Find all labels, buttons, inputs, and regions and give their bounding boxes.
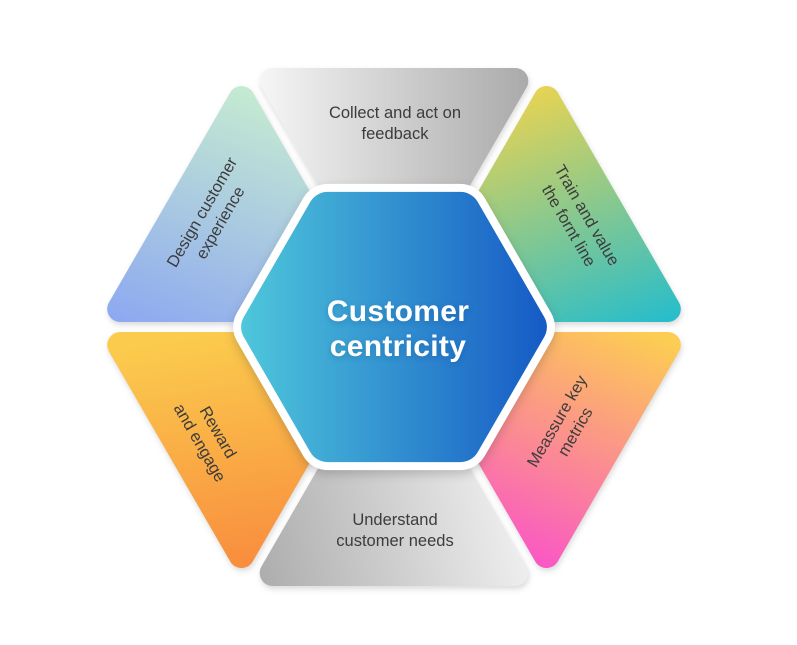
center-title-line: Customer (326, 294, 470, 328)
segment-label-line: feedback (361, 125, 429, 143)
segment-label-line: Understand (352, 510, 438, 529)
segment-label-line: Collect and act on (328, 103, 462, 122)
center-title-line: centricity (329, 330, 467, 363)
segment-label-collect-feedback: Collect and act on feedback (329, 103, 461, 145)
segment-label-understand-needs: Understand customer needs (336, 510, 453, 552)
center-title: Customer centricity (327, 294, 469, 364)
segment-label-line: customer needs (336, 532, 454, 550)
center-hexagon-shape (241, 191, 547, 463)
